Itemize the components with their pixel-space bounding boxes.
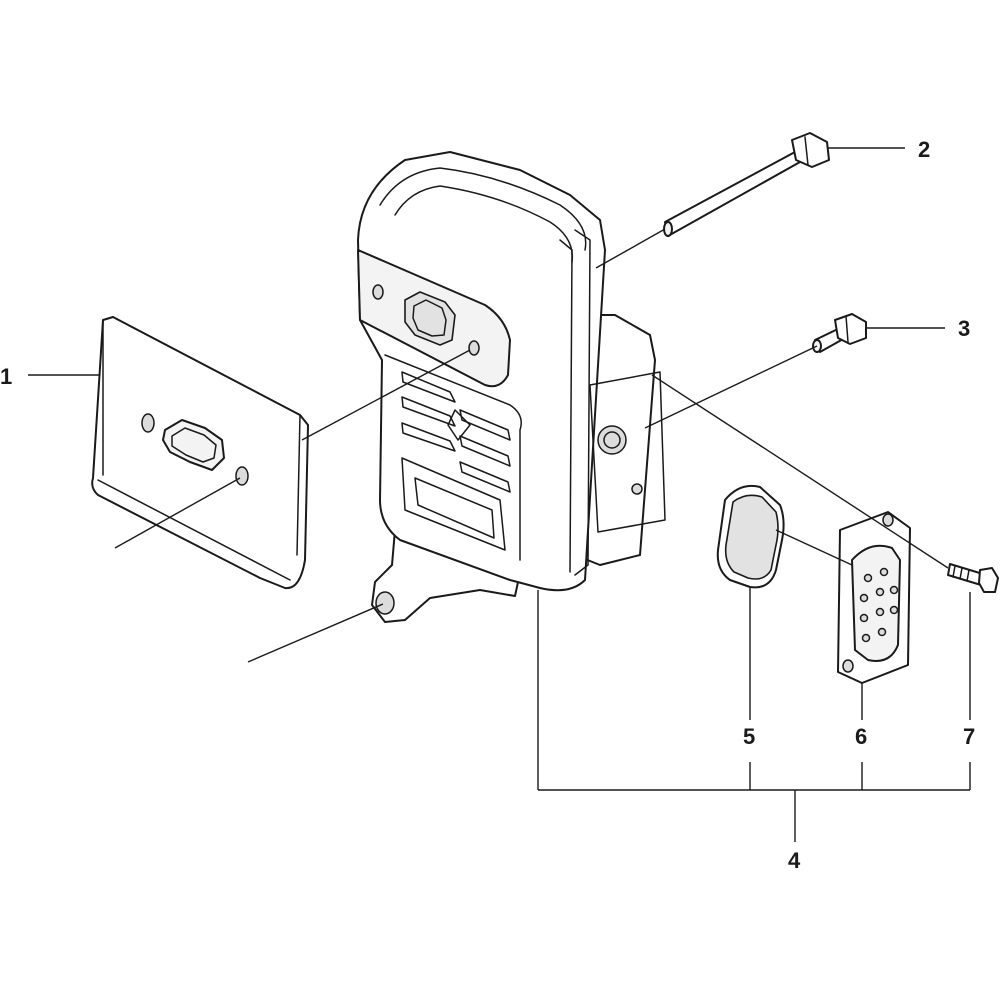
callout-4: 4 [788, 848, 801, 873]
spark-arrestor-screen [837, 511, 911, 684]
short-screw [812, 313, 867, 353]
muffler-body [357, 151, 666, 623]
leader-lines [28, 147, 971, 842]
callout-6: 6 [855, 724, 867, 749]
callout-7: 7 [963, 724, 975, 749]
callout-5: 5 [743, 724, 755, 749]
spark-arrestor-cap [716, 484, 785, 589]
long-bolt [663, 132, 830, 237]
callout-3: 3 [958, 316, 970, 341]
gasket-plate [91, 316, 309, 590]
callout-labels: 1 2 3 4 5 6 7 [0, 137, 975, 873]
callout-2: 2 [918, 137, 930, 162]
small-screw [947, 563, 999, 593]
callout-1: 1 [0, 364, 12, 389]
